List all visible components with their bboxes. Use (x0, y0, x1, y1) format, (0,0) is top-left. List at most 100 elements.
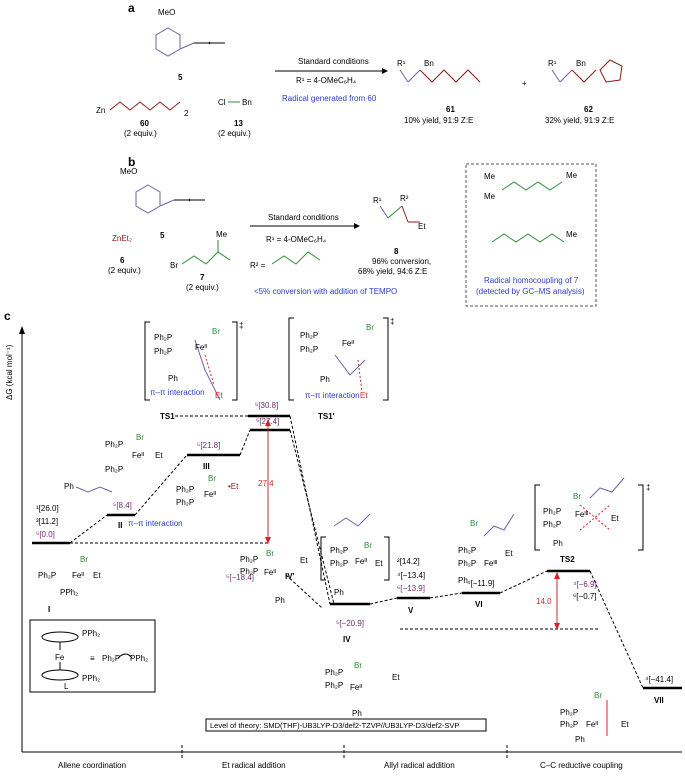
III-et-radical: •Et (228, 482, 239, 491)
a-13-label: 13 (234, 119, 243, 128)
b-8-label: 8 (394, 247, 399, 256)
b-8-r2: R² (400, 194, 409, 203)
VII-ph2p-1: Ph₂P (560, 708, 578, 717)
arrow-b-head (354, 223, 360, 229)
panel-b-letter: b (128, 155, 135, 169)
TS2-energy-1: ⁴[−6.9] (573, 580, 597, 589)
II-ph: Ph (64, 482, 74, 491)
b-7-equiv: (2 equiv.) (186, 283, 219, 292)
arrow-a-head (382, 68, 388, 74)
a-62-bn: Bn (576, 59, 586, 68)
barrier-1-value: 27.4 (258, 479, 274, 488)
legend-fe: Fe (55, 653, 65, 662)
I-energy-3: ⁵[0.0] (36, 530, 55, 539)
r2-substituent (271, 251, 321, 265)
TS1-et: Et (215, 391, 223, 400)
product-61-structure (399, 69, 481, 83)
label-TS1: TS1 (160, 412, 175, 421)
a-arrow-top: Standard conditions (298, 57, 369, 66)
III-ph2p-2: Ph₂P (176, 498, 194, 507)
phase-2: Et radical addition (222, 761, 286, 770)
V-fe: Feᴵᴵ (355, 557, 367, 566)
phase-1: Allene coordination (58, 761, 126, 770)
homocoupling-dimer-1 (501, 181, 563, 191)
TS1p-ph2p-2: Ph₂P (300, 345, 318, 354)
a-61-yield: 10% yield, 91:9 Z:E (404, 116, 473, 125)
TS2-ph2p-1: Ph₂P (543, 507, 561, 516)
TS1-pi: π–π interaction (150, 388, 205, 397)
VII-br: Br (594, 691, 602, 700)
a-5-label: 5 (178, 73, 183, 82)
VII-et: Et (621, 720, 629, 729)
IVp-ph2p-1: Ph₂P (240, 555, 258, 564)
y-axis-label: ΔG (kcal mol⁻¹) (5, 344, 14, 400)
a-13-equiv: (2 equiv.) (218, 129, 251, 138)
V-ph: Ph (334, 588, 344, 597)
legend-ph2p: Ph₂P (102, 654, 120, 663)
TS1p-pi: π–π interaction (305, 391, 360, 400)
III-pi: π–π interaction (128, 519, 183, 528)
label-TS2: TS2 (560, 555, 575, 564)
barrier-arrow-2 (554, 572, 560, 630)
b-5-label: 5 (160, 231, 165, 240)
IVp-et: Et (300, 556, 308, 565)
cp-ring-bottom (41, 669, 79, 681)
reagent-7-chain (181, 251, 231, 265)
a-61-bn: Bn (424, 59, 434, 68)
TS1-ph2p-2: Ph₂P (154, 347, 172, 356)
TS1p-dagger: ‡ (390, 317, 394, 326)
label-VI: VI (475, 600, 483, 609)
b-arrow-top: Standard conditions (268, 213, 339, 222)
TS2-ph: Ph (553, 539, 563, 548)
box-caption-1: Radical homocoupling of 7 (484, 276, 579, 285)
VI-br: Br (470, 519, 478, 528)
IVp-br: Br (266, 549, 274, 558)
theory-box (205, 718, 487, 732)
b-arrow-r1: R¹ = 4-OMeC₆H₄ (266, 235, 326, 244)
TS2-et: Et (611, 514, 619, 523)
a-5-substituent: MeO (158, 8, 175, 17)
b-5-substituent: MeO (120, 167, 137, 176)
II-ph2p-2: Ph₂P (105, 465, 123, 474)
b-8-et: Et (418, 222, 426, 231)
II-br: Br (136, 433, 144, 442)
b-7-label: 7 (200, 273, 205, 282)
TS1-ph2p-1: Ph₂P (154, 333, 172, 342)
IV-et: Et (392, 673, 400, 682)
TS1p-et: Et (360, 391, 368, 400)
VII-fe: Feᴵᴵ (586, 720, 598, 729)
label-II: II (118, 521, 122, 530)
b-arrow-r2: R² = (250, 261, 266, 270)
label-IV: IV (343, 635, 351, 644)
phase-3: Allyl radical addition (384, 761, 455, 770)
label-TS1p: TS1′ (318, 412, 335, 421)
a-61-r1: R¹ (397, 59, 406, 68)
II-ph2p-1: Ph₂P (105, 440, 123, 449)
phase-4: C–C reductive coupling (540, 761, 623, 770)
a-60-equiv: (2 equiv.) (124, 129, 157, 138)
b-8-yield: 68% yield, 94:6 Z:E (358, 267, 427, 276)
V-ph2p-1: Ph₂P (330, 546, 348, 555)
b-8-r1: R¹ (373, 196, 382, 205)
a-60-label: 60 (140, 119, 149, 128)
V-br: Br (364, 541, 372, 550)
a-plus: + (522, 79, 527, 88)
TS1-energy-1: ⁵[30.8] (255, 401, 278, 410)
V-energy-3: ⁶[−13.9] (397, 584, 425, 593)
b-8-conv: 96% conversion, (372, 257, 431, 266)
I-br: Br (80, 555, 88, 564)
V-ph2p-2: Ph₂P (330, 559, 348, 568)
barrier-2-value: 14.0 (536, 597, 552, 606)
I-energy-1: ¹[26.0] (36, 504, 59, 513)
V-energy-2: ⁴[−13.4] (397, 571, 425, 580)
a-13-bn: Bn (242, 98, 252, 107)
I-et: Et (93, 571, 101, 580)
b-tempo-note: <5% conversion with addition of TEMPO (254, 287, 397, 296)
a-arrow-r1: R¹ = 4-OMeC₆H₄ (296, 76, 356, 85)
b-6-formula: ZnEt₂ (112, 234, 132, 243)
V-et: Et (375, 559, 383, 568)
IV-ph2p-2: Ph₂P (325, 681, 343, 690)
III-br: Br (208, 474, 216, 483)
b-7-me: Me (216, 230, 228, 239)
